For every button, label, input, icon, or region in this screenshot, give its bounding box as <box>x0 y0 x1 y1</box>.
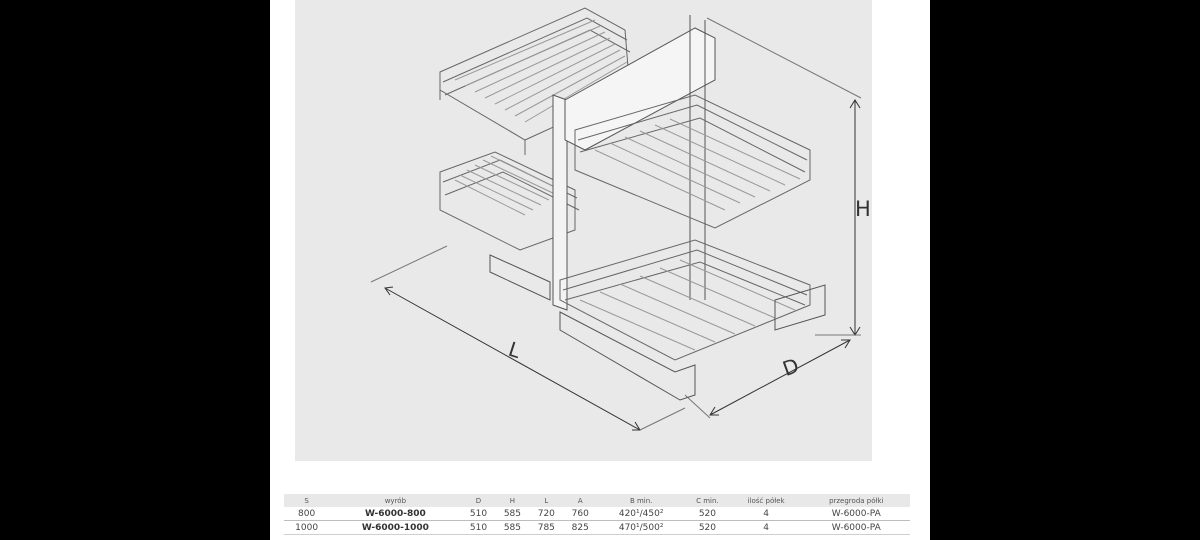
col-header-a: A <box>563 494 598 507</box>
cell-c-min: 520 <box>685 520 730 535</box>
corner-basket-icon <box>370 7 862 431</box>
col-header-s: S <box>284 494 330 507</box>
col-header-shelf-count: ilość półek <box>729 494 803 507</box>
col-header-h: H <box>495 494 530 507</box>
cell-a: 760 <box>563 507 598 521</box>
col-header-b-min: B min. <box>597 494 686 507</box>
cell-product: W-6000-1000 <box>329 520 462 535</box>
table-row: 1000 W-6000-1000 510 585 785 825 470¹/50… <box>284 520 910 535</box>
technical-drawing: H L D <box>295 0 872 461</box>
cell-shelf-divider: W-6000-PA <box>802 507 910 521</box>
cell-s: 800 <box>284 507 330 521</box>
cell-h: 585 <box>495 507 530 521</box>
height-dimension-label: H <box>855 197 871 221</box>
cell-s: 1000 <box>284 520 330 535</box>
cell-shelf-divider: W-6000-PA <box>802 520 910 535</box>
cell-l: 720 <box>529 507 564 521</box>
cell-d: 510 <box>461 507 496 521</box>
cell-shelf-count: 4 <box>729 520 803 535</box>
spec-table: S wyrób D H L A B min. C min. ilość półe… <box>284 494 910 535</box>
col-header-c-min: C min. <box>685 494 730 507</box>
col-header-product: wyrób <box>329 494 462 507</box>
table-row: 800 W-6000-800 510 585 720 760 420¹/450²… <box>284 507 910 521</box>
product-sheet: H L D S wyrób D H L A B min. C min. iloś… <box>270 0 930 540</box>
col-header-l: L <box>529 494 564 507</box>
cell-b-min: 420¹/450² <box>597 507 686 521</box>
cell-d: 510 <box>461 520 496 535</box>
cell-b-min: 470¹/500² <box>597 520 686 535</box>
col-header-shelf-divider: przegroda półki <box>802 494 910 507</box>
cell-l: 785 <box>529 520 564 535</box>
cell-c-min: 520 <box>685 507 730 521</box>
cell-h: 585 <box>495 520 530 535</box>
spec-table-header-row: S wyrób D H L A B min. C min. ilość półe… <box>284 494 910 507</box>
col-header-d: D <box>461 494 496 507</box>
cell-shelf-count: 4 <box>729 507 803 521</box>
cell-a: 825 <box>563 520 598 535</box>
cell-product: W-6000-800 <box>329 507 462 521</box>
